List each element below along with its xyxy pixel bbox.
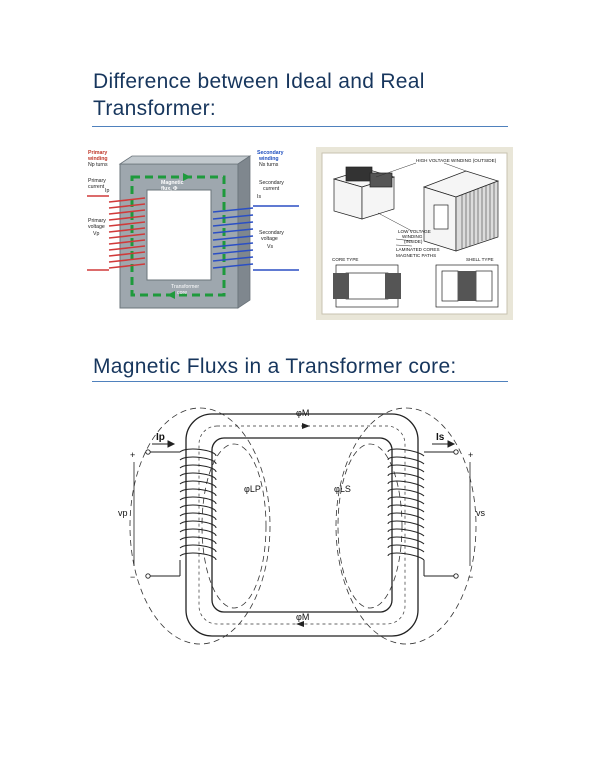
label-vs: vs <box>476 508 486 518</box>
label-phi-m-top: φM <box>296 408 309 418</box>
label-plus-primary: + <box>130 450 135 460</box>
label-secondary-winding: Secondary <box>257 150 284 156</box>
label-is: Is <box>436 432 445 443</box>
label-phi-lp: φLP <box>244 484 261 494</box>
label-secondary-voltage-2: voltage <box>261 236 278 242</box>
label-core: Transformer <box>171 284 199 290</box>
label-primary-voltage: Primary <box>88 218 106 224</box>
magnetic-flux-diagram: Ip Is vp vs φM φM φLP φLS + − + − <box>88 396 508 656</box>
heading-line-1: Difference between Ideal and Real <box>93 70 425 93</box>
label-shell-type: SHELL TYPE <box>466 257 494 262</box>
label-magnetic-flux-2: flux, Φ <box>161 186 178 192</box>
label-magnetic-flux: Magnetic <box>161 180 184 186</box>
label-primary-current-sym: Ip <box>105 188 109 194</box>
label-magnetic-paths: MAGNETIC PATHS <box>396 253 436 258</box>
section-heading-ideal-vs-real: Difference between Ideal and Real Transf… <box>93 68 425 122</box>
heading-underline-2 <box>92 381 508 382</box>
core-shell-type-diagram: HIGH VOLTAGE WINDING (OUTSIDE) LOW VOLTA… <box>316 147 513 320</box>
label-lv-winding-3: (INSIDE) <box>404 239 423 244</box>
label-laminated-cores: LAMINATED CORES <box>396 247 440 252</box>
label-core-2: core <box>177 290 187 296</box>
label-plus-secondary: + <box>468 450 473 460</box>
label-secondary-voltage-sym: Vs <box>267 244 273 250</box>
label-phi-m-bottom: φM <box>296 612 309 622</box>
label-vp: vp <box>118 508 128 518</box>
label-core-type: CORE TYPE <box>332 257 358 262</box>
label-primary-current-2: current <box>88 184 105 190</box>
heading-magnetic-fluxes: Magnetic Fluxs in a Transformer core: <box>93 355 457 378</box>
label-primary-turns: Np turns <box>88 162 108 168</box>
label-primary-voltage-2: voltage <box>88 224 105 230</box>
label-secondary-current-2: current <box>263 186 280 192</box>
label-minus-primary: − <box>130 572 135 582</box>
label-secondary-current: Secondary <box>259 180 284 186</box>
label-secondary-current-sym: Is <box>257 194 261 200</box>
heading-underline-1 <box>92 126 508 127</box>
transformer-core-diagram: Primary winding Np turns Primary current… <box>87 142 299 320</box>
heading-line-2: Transformer: <box>93 97 217 120</box>
label-secondary-voltage: Secondary <box>259 230 284 236</box>
label-phi-ls: φLS <box>334 484 351 494</box>
label-lv-winding: LOW VOLTAGE <box>398 229 431 234</box>
label-lv-winding-2: WINDING <box>402 234 423 239</box>
label-primary-winding: Primary <box>88 150 107 156</box>
label-secondary-winding-2: winding <box>258 156 279 162</box>
label-secondary-turns: Ns turns <box>259 162 279 168</box>
label-primary-current: Primary <box>88 178 106 184</box>
label-minus-secondary: − <box>468 572 473 582</box>
label-primary-voltage-sym: Vp <box>93 231 99 237</box>
label-primary-winding-2: winding <box>87 156 108 162</box>
label-ip: Ip <box>156 432 165 443</box>
section-heading-magnetic-fluxes: Magnetic Fluxs in a Transformer core: <box>93 353 457 380</box>
label-hv-winding: HIGH VOLTAGE WINDING (OUTSIDE) <box>416 158 497 163</box>
